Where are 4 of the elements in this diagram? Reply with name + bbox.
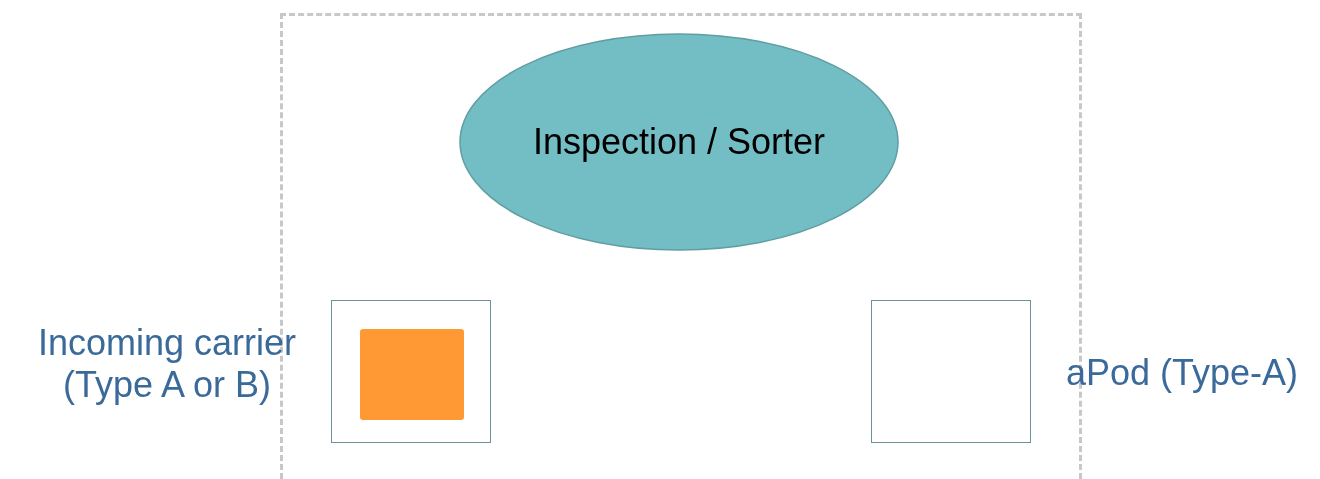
carrier-label: aPod (Type-A) xyxy=(1064,352,1300,394)
process-ellipse: Inspection / Sorter xyxy=(459,33,899,251)
carrier-label: Incoming carrier (Type A or B) xyxy=(36,322,298,406)
carrier-block xyxy=(360,329,464,420)
